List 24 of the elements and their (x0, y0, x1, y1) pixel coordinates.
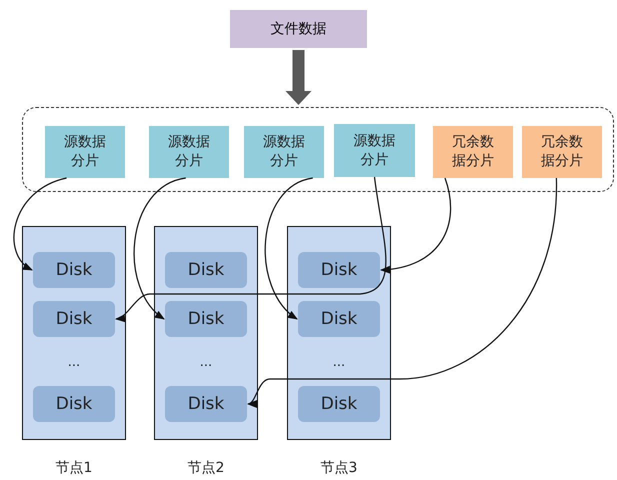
node-label: 节点1 (54, 459, 94, 477)
ellipsis-text: ... (332, 355, 346, 370)
arrow (247, 178, 557, 406)
ellipsis-text: ... (198, 355, 214, 370)
dashed-group-box (22, 107, 614, 192)
arrow (134, 177, 186, 320)
process-box: 文件数据 (230, 10, 367, 48)
arrow (380, 178, 452, 274)
data-block: 源数据分片 (334, 124, 415, 177)
node-column (154, 226, 258, 440)
arrow (286, 50, 312, 105)
arrow (14, 177, 67, 271)
arrow (264, 177, 313, 320)
node-column (22, 226, 126, 440)
data-block: 源数据分片 (149, 126, 229, 178)
data-block: 源数据分片 (244, 126, 324, 178)
redundancy-block: 冗余数据分片 (433, 126, 513, 178)
node-column (287, 226, 391, 440)
redundancy-block: 冗余数据分片 (522, 126, 602, 178)
ellipsis-text: ... (66, 355, 82, 370)
node-label: 节点2 (186, 459, 226, 477)
node-label: 节点3 (320, 459, 358, 477)
arrow (115, 176, 386, 321)
data-block: 源数据分片 (45, 126, 125, 178)
